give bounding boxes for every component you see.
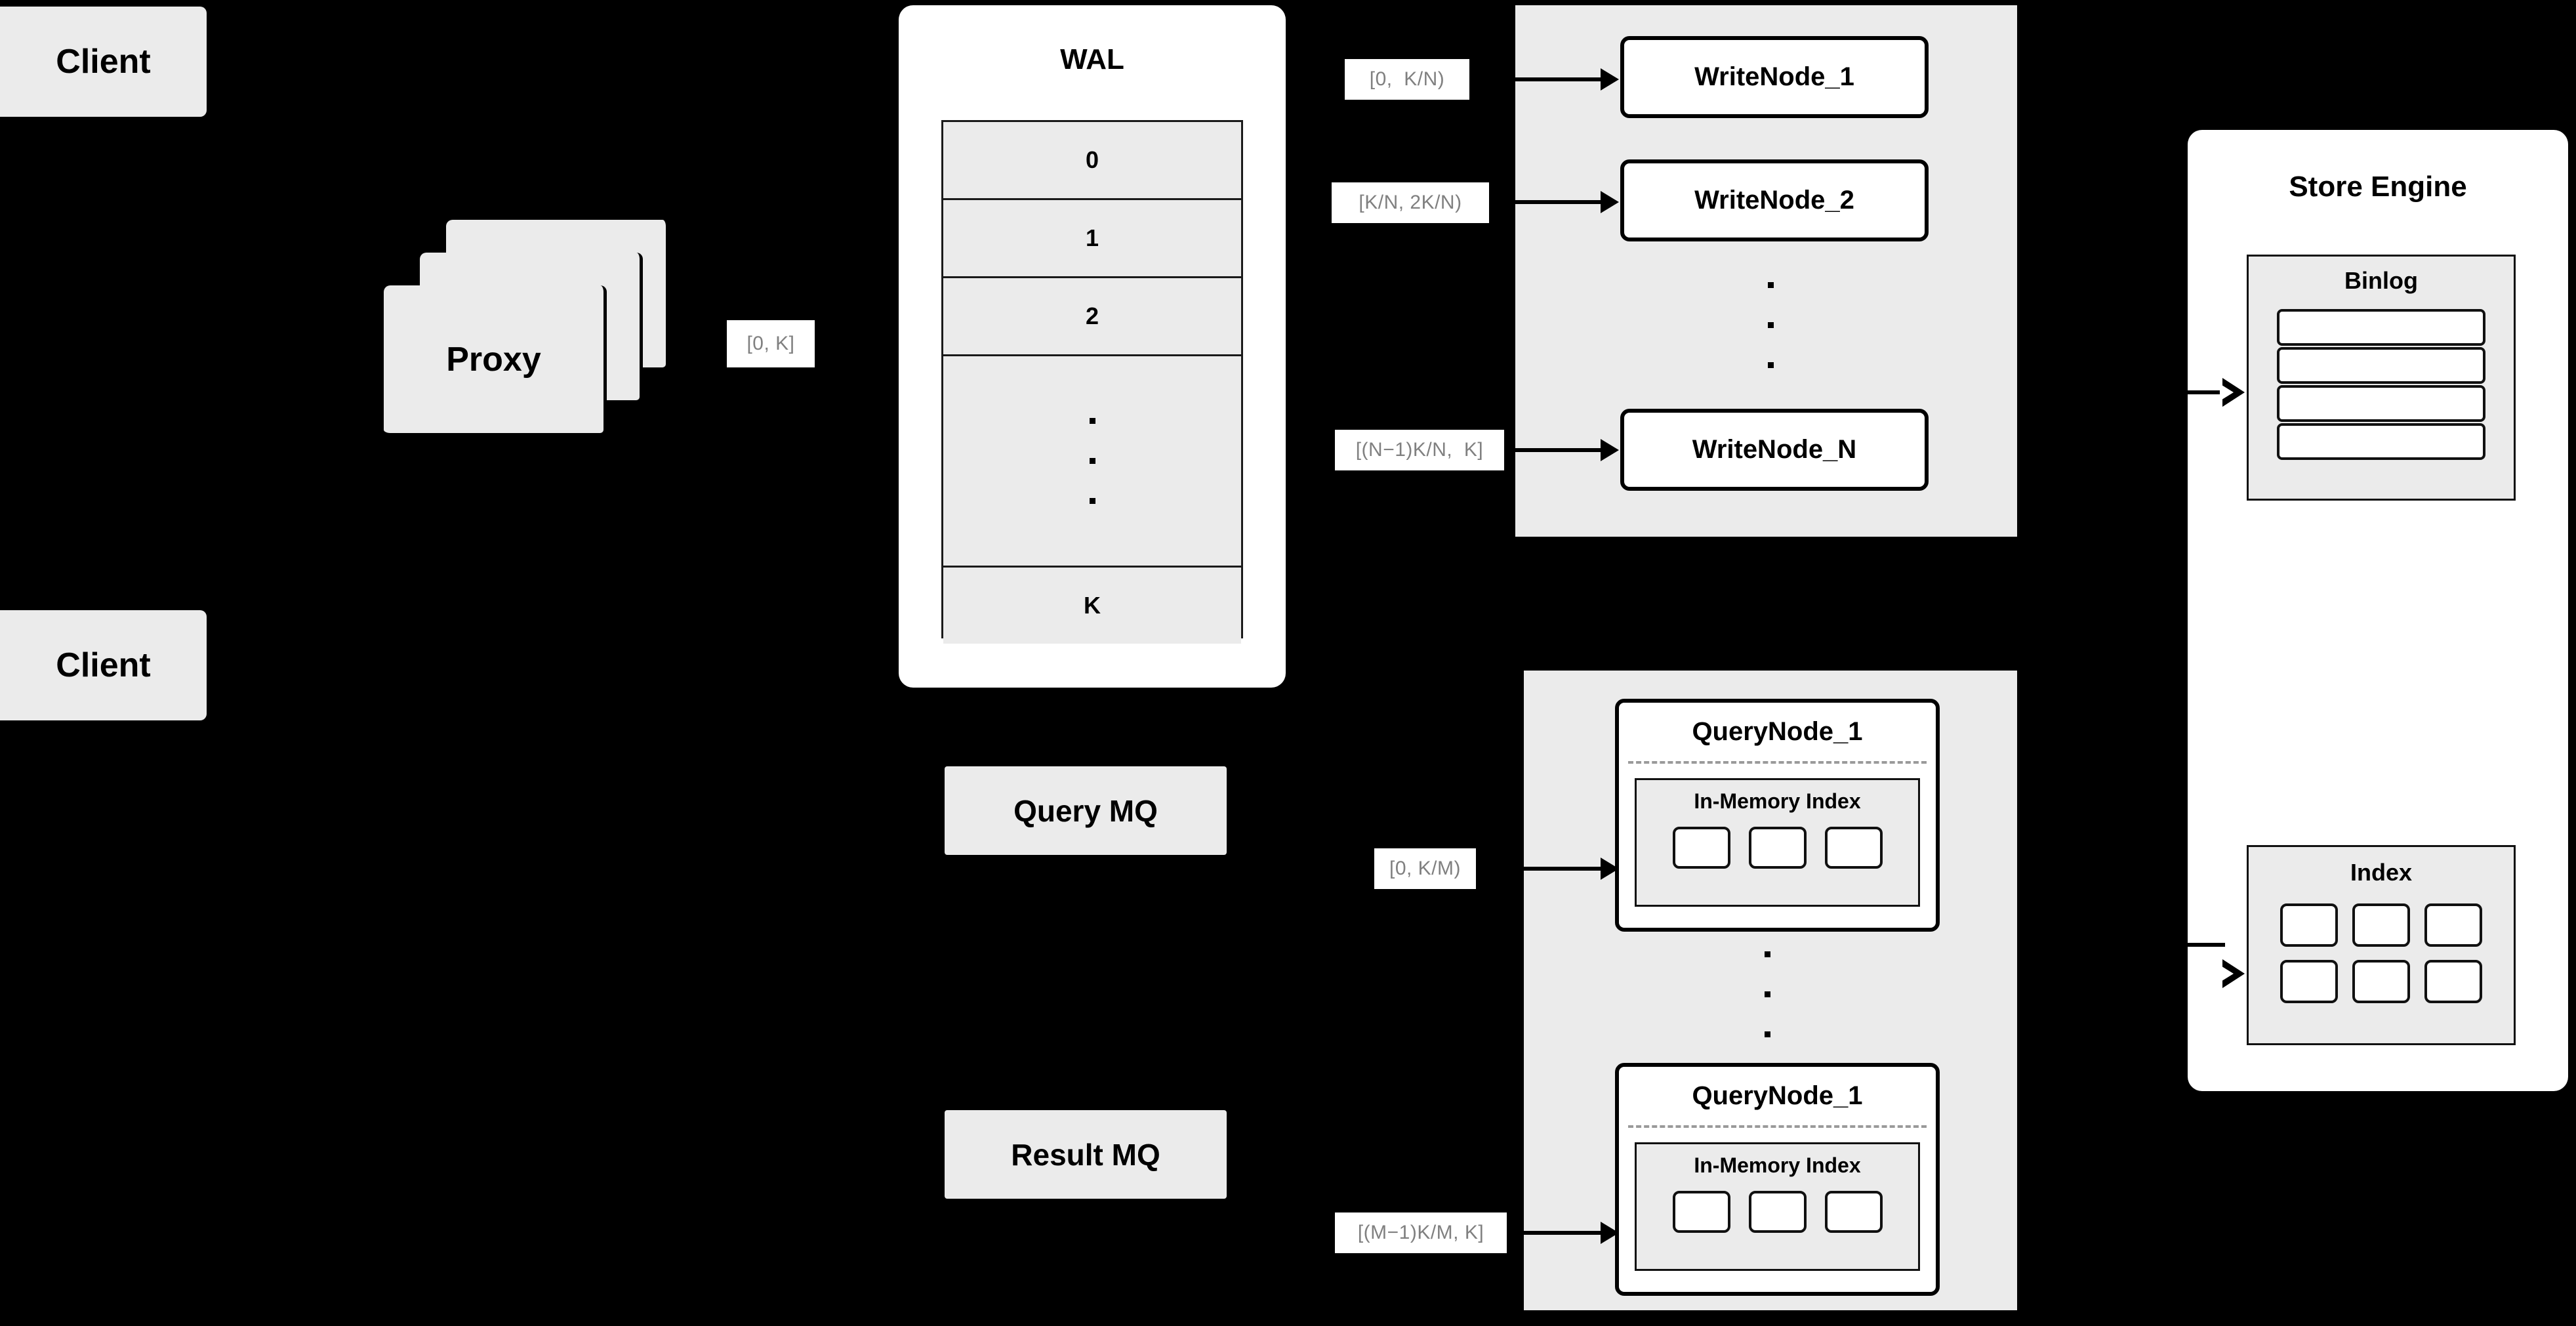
in-memory-index-title: In-Memory Index (1694, 1153, 1861, 1177)
arrow-to-query-node-1 (1479, 867, 1610, 871)
wal-row-1: 1 (943, 200, 1241, 278)
query-node-1-range-label: [0, K/M) (1374, 848, 1476, 889)
arrow-to-binlog (2186, 390, 2225, 394)
query-node-divider (1628, 761, 1927, 764)
index-segment (1748, 1191, 1807, 1233)
index-segment (1748, 827, 1807, 869)
index-cell (2424, 960, 2482, 1003)
wal-table: 0 1 2 K (941, 120, 1243, 644)
store-engine-title: Store Engine (2289, 171, 2467, 203)
arrow-head-icon (1601, 439, 1619, 461)
arrow-to-query-node-2 (1509, 1231, 1610, 1235)
binlog-entry (2277, 309, 2485, 346)
arrow-head-open-icon (2220, 378, 2245, 407)
arrow-head-open-icon (2220, 959, 2245, 988)
range-text: [K/N, 2K/N) (1359, 192, 1462, 213)
query-node-2-range-label: [(M−1)K/M, K] (1335, 1212, 1507, 1253)
arrow-to-write-node-1 (1471, 77, 1610, 81)
range-text: [0, K/M) (1389, 858, 1461, 879)
proxy-range-label: [0, K] (727, 320, 815, 367)
client-label: Client (56, 43, 151, 81)
write-cluster-ellipsis (1768, 282, 1774, 368)
wal-row-2: 2 (943, 278, 1241, 356)
arrow-to-write-node-2 (1490, 200, 1610, 204)
ellipsis-dot (1768, 322, 1774, 328)
index-panel: Index (2247, 845, 2516, 1045)
range-text: [(M−1)K/M, K] (1357, 1222, 1484, 1243)
write-node-2-range-label: [K/N, 2K/N) (1332, 182, 1489, 223)
index-cell (2352, 903, 2410, 947)
ellipsis-dot (1765, 1031, 1770, 1037)
write-node-n-range-label: [(N−1)K/N, K] (1335, 430, 1504, 470)
query-mq-box: Query MQ (945, 766, 1227, 855)
client-label: Client (56, 646, 151, 684)
client-box-2: Client (0, 610, 207, 720)
client-box-1: Client (0, 7, 207, 117)
ellipsis-dot (1765, 951, 1770, 957)
in-memory-index-panel: In-Memory Index (1635, 1142, 1920, 1271)
binlog-panel: Binlog (2247, 255, 2516, 501)
range-text: [(N−1)K/N, K] (1355, 439, 1484, 461)
wal-panel: WAL 0 1 2 K (899, 5, 1286, 688)
store-engine-panel: Store Engine Binlog Index (2188, 130, 2568, 1091)
proxy-range-text: [0, K] (746, 333, 795, 354)
proxy-card-front: Proxy (384, 285, 607, 436)
query-node-divider (1628, 1125, 1927, 1128)
range-text: [0, K/N) (1369, 68, 1445, 90)
proxy-label: Proxy (446, 340, 541, 379)
index-cell (2280, 903, 2338, 947)
ellipsis-dot (1089, 458, 1095, 464)
arrow-head-icon (1601, 191, 1619, 213)
in-memory-index-panel: In-Memory Index (1635, 778, 1920, 907)
write-node-label: WriteNode_N (1692, 435, 1857, 464)
index-segment (1672, 827, 1730, 869)
arrow-to-write-node-n (1505, 448, 1610, 452)
query-node-label: QueryNode_1 (1692, 1081, 1863, 1110)
result-mq-box: Result MQ (945, 1110, 1227, 1199)
arrow-head-icon (1601, 68, 1619, 91)
write-node-1-range-label: [0, K/N) (1345, 59, 1469, 100)
ellipsis-dot (1768, 282, 1774, 288)
write-node-label: WriteNode_1 (1694, 62, 1854, 91)
in-memory-index-title: In-Memory Index (1694, 789, 1861, 813)
binlog-entry (2277, 347, 2485, 384)
write-node-n: WriteNode_N (1620, 409, 1929, 491)
index-cell (2424, 903, 2482, 947)
index-title: Index (2350, 859, 2413, 886)
query-mq-label: Query MQ (1013, 793, 1158, 828)
wal-row-0: 0 (943, 122, 1241, 200)
arrow-to-index (2186, 943, 2225, 947)
write-node-1: WriteNode_1 (1620, 36, 1929, 118)
query-node-1: QueryNode_1 In-Memory Index (1615, 699, 1940, 932)
index-segment (1824, 1191, 1883, 1233)
query-node-2: QueryNode_1 In-Memory Index (1615, 1063, 1940, 1296)
ellipsis-dot (1765, 991, 1770, 997)
index-cell (2352, 960, 2410, 1003)
index-cell (2280, 960, 2338, 1003)
binlog-entry (2277, 385, 2485, 422)
result-mq-label: Result MQ (1011, 1137, 1160, 1172)
write-node-2: WriteNode_2 (1620, 159, 1929, 241)
wal-title: WAL (1060, 43, 1124, 75)
ellipsis-dot (1768, 362, 1774, 368)
index-segment (1672, 1191, 1730, 1233)
wal-row-ellipsis (943, 356, 1241, 568)
query-cluster-ellipsis (1765, 951, 1770, 1037)
write-node-label: WriteNode_2 (1694, 186, 1854, 215)
ellipsis-dot (1089, 498, 1095, 504)
query-node-label: QueryNode_1 (1692, 717, 1863, 746)
index-segment (1824, 827, 1883, 869)
binlog-entry (2277, 423, 2485, 460)
wal-row-k: K (943, 568, 1241, 644)
binlog-title: Binlog (2344, 267, 2418, 294)
ellipsis-dot (1089, 418, 1095, 424)
